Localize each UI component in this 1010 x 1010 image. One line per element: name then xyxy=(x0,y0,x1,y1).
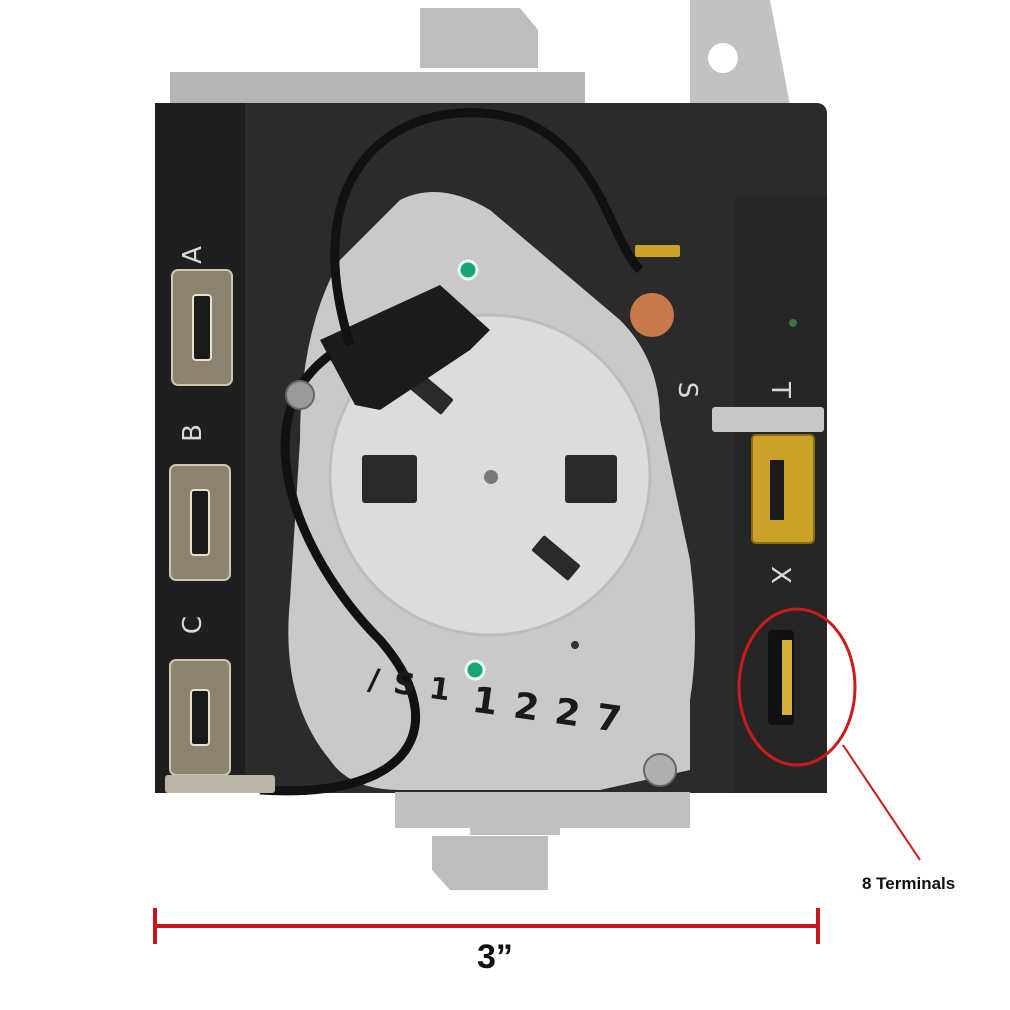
indicator-dot-bottom xyxy=(464,659,486,681)
bottom-plate xyxy=(395,792,690,835)
top-right-bracket xyxy=(690,0,790,105)
terminal-c-clip xyxy=(165,775,275,793)
mounting-hole xyxy=(708,43,738,73)
terminal-x xyxy=(768,630,794,725)
terminal-t xyxy=(712,407,824,544)
screw-bottom xyxy=(643,753,677,787)
motor-slot-left xyxy=(362,455,417,503)
terminal-label-s: S xyxy=(672,381,702,399)
wire-top xyxy=(330,108,644,347)
terminal-a xyxy=(171,269,233,386)
terminal-label-t: T xyxy=(765,382,795,398)
callout-leader-line xyxy=(842,744,921,861)
motor-slot-right xyxy=(565,455,617,503)
plate-pin xyxy=(571,641,579,649)
indicator-dot-top xyxy=(457,259,479,281)
terminal-b xyxy=(169,464,231,581)
top-plate xyxy=(170,72,585,105)
wire-connector xyxy=(320,285,490,410)
wire-bottom xyxy=(259,351,420,796)
terminal-c xyxy=(165,659,275,793)
terminal-label-c: C xyxy=(178,615,208,635)
motor-shaft xyxy=(484,470,498,484)
copper-contact xyxy=(630,293,674,337)
terminal-count-label: 8 Terminals xyxy=(862,874,956,893)
small-green-mark xyxy=(789,319,797,327)
callout-ellipse xyxy=(737,607,857,767)
dimension-label: 3” xyxy=(477,938,513,976)
terminal-label-a: A xyxy=(178,246,208,264)
bottom-bracket-tab xyxy=(432,836,548,890)
screw-left xyxy=(285,380,315,410)
terminal-s-tab xyxy=(635,245,680,257)
terminal-label-b: B xyxy=(178,424,208,442)
terminal-label-x: X xyxy=(765,566,795,584)
motor-slot-bottom xyxy=(532,535,580,581)
top-bracket-tab xyxy=(420,8,538,68)
